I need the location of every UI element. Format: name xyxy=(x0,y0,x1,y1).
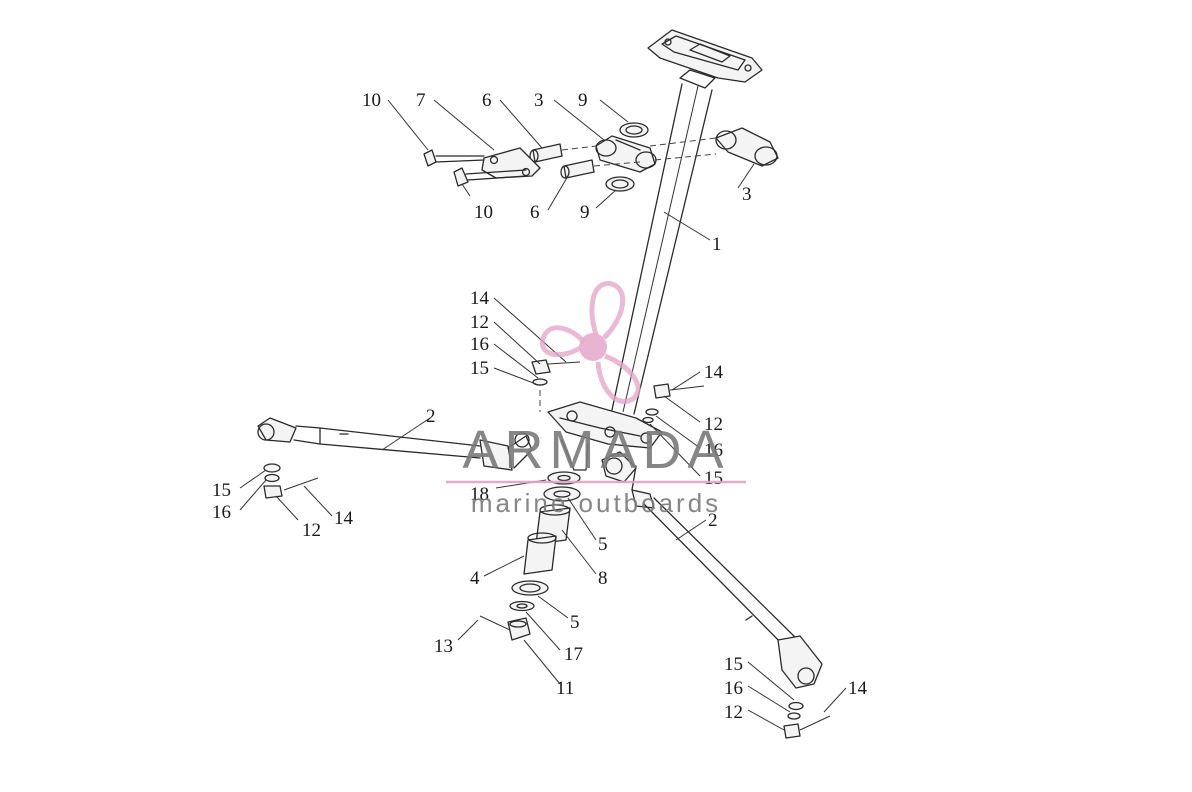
callout-1: 1 xyxy=(712,234,722,255)
right-end-hardware xyxy=(783,701,831,739)
callout-14-left: 14 xyxy=(334,508,354,529)
callout-2-left: 2 xyxy=(426,406,436,427)
pivot-bracket-right xyxy=(649,127,779,167)
callout-12-bottom: 12 xyxy=(724,702,743,723)
callout-labels: 10 7 6 3 9 10 6 9 3 1 14 12 16 15 14 12 … xyxy=(212,90,868,723)
watermark-brand: ARMADA xyxy=(462,420,729,480)
callout-15-center: 15 xyxy=(470,358,489,379)
callout-16-right: 16 xyxy=(704,440,723,461)
pivot-bracket-left xyxy=(595,135,657,173)
upper-hardware xyxy=(423,122,649,192)
callout-15-right: 15 xyxy=(704,468,723,489)
callout-12-left: 12 xyxy=(302,520,321,541)
callout-13: 13 xyxy=(434,636,453,657)
tiller-bracket xyxy=(647,29,763,89)
callout-11: 11 xyxy=(556,678,574,699)
callout-14-bottom: 14 xyxy=(848,678,868,699)
watermark-tagline: marine outboards xyxy=(471,488,721,518)
watermark: ARMADA marine outboards xyxy=(446,281,746,518)
right-center-hardware xyxy=(642,383,705,424)
callout-5-top: 5 xyxy=(598,534,608,555)
upper-center-hardware xyxy=(531,359,581,386)
steering-column xyxy=(611,83,713,415)
callout-14-center: 14 xyxy=(470,288,490,309)
callout-2-right: 2 xyxy=(708,510,718,531)
propeller-icon xyxy=(539,281,641,405)
callout-12-right: 12 xyxy=(704,414,723,435)
callout-5-bottom: 5 xyxy=(570,612,580,633)
callout-10-bottom: 10 xyxy=(474,202,493,223)
leader-lines xyxy=(239,99,847,731)
callout-16-left: 16 xyxy=(212,502,231,523)
tie-rod-left xyxy=(257,417,533,471)
callout-3-right: 3 xyxy=(742,184,752,205)
callout-16-center: 16 xyxy=(470,334,489,355)
tie-rod-right xyxy=(601,451,823,689)
callout-14-right: 14 xyxy=(704,362,724,383)
callout-9-top: 9 xyxy=(578,90,588,111)
callout-6-bottom: 6 xyxy=(530,202,540,223)
callout-16-bottom: 16 xyxy=(724,678,743,699)
lower-pivot-bracket xyxy=(539,380,663,471)
callout-10-top: 10 xyxy=(362,90,381,111)
callout-17: 17 xyxy=(564,644,583,665)
callout-12-center: 12 xyxy=(470,312,489,333)
callout-9-bottom: 9 xyxy=(580,202,590,223)
callout-3-left: 3 xyxy=(534,90,544,111)
callout-15-bottom: 15 xyxy=(724,654,743,675)
callout-18: 18 xyxy=(470,484,489,505)
callout-4: 4 xyxy=(470,568,480,589)
left-end-hardware xyxy=(263,463,319,499)
callout-7: 7 xyxy=(416,90,426,111)
callout-8: 8 xyxy=(598,568,608,589)
center-stack xyxy=(479,471,581,641)
callout-6-top: 6 xyxy=(482,90,492,111)
callout-15-left: 15 xyxy=(212,480,231,501)
